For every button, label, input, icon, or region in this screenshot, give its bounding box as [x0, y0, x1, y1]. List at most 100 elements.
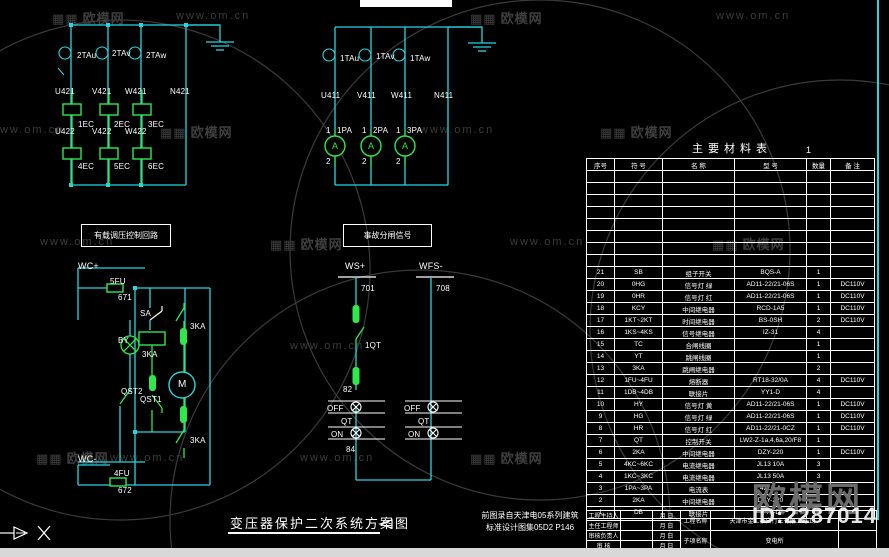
limit-switch-label-qst1: QST1: [140, 395, 162, 404]
cell-no: 19: [586, 290, 615, 303]
motor-glyph: M: [178, 379, 187, 390]
cell-model: YY1-D: [734, 386, 807, 399]
sofa-logo-icon: ▦▦: [270, 237, 297, 252]
sofa-logo-icon: ▦▦: [36, 451, 63, 466]
cell-qty: 4: [806, 374, 831, 387]
wire-label-672: 672: [118, 486, 132, 495]
table-cell: [586, 254, 615, 267]
title-block-signature: [620, 520, 653, 531]
bus-label-u411: U411: [321, 91, 341, 100]
watermark-domain: www.om.cn: [510, 236, 585, 248]
cell-symbol: TC: [614, 338, 663, 351]
table-cell: [586, 194, 615, 207]
materials-table-title: 主要材料表: [692, 143, 772, 155]
table-cell: [662, 230, 735, 243]
table-cell: [830, 218, 875, 231]
cell-qty: 1: [806, 338, 831, 351]
title-underline: [228, 532, 380, 534]
cell-no: 8: [586, 422, 615, 435]
table-cell: [586, 242, 615, 255]
table-cell: [734, 194, 807, 207]
circuit-bottom-left: [77, 267, 211, 487]
cell-no: 12: [586, 374, 615, 387]
cell-symbol: KCY: [614, 302, 663, 315]
table-cell: [614, 230, 663, 243]
table-cell: [586, 182, 615, 195]
sofa-logo-icon: ▦▦: [52, 11, 79, 26]
cell-model: [734, 338, 807, 351]
watermark-brand: ▦▦欧模网: [470, 451, 543, 466]
mid-label-w422: W422: [125, 127, 147, 136]
cell-model: RT18-32/0A: [734, 374, 807, 387]
cell-qty: 1: [806, 278, 831, 291]
cell-name: 电流表: [662, 482, 735, 495]
coil-label-3ka: 3KA: [142, 350, 158, 359]
cell-model: RCD-1A5: [734, 302, 807, 315]
title-block-date: 月 日: [652, 520, 681, 531]
cell-qty: 1: [806, 266, 831, 279]
ct-label-1tav: 1TAv: [376, 52, 395, 61]
cell-note: DC110V: [830, 290, 875, 303]
cell-symbol: 1KC~3KC: [614, 470, 663, 483]
table-cell: [734, 206, 807, 219]
cell-qty: 3: [806, 458, 831, 471]
table-row: [586, 242, 875, 255]
table-cell: [830, 242, 875, 255]
bus-label-n411: N411: [434, 91, 454, 100]
col-header-qty: 数量: [806, 158, 831, 171]
sofa-logo-icon: ▦▦: [160, 125, 187, 140]
cell-model: AD11-22/21-06S: [734, 398, 807, 411]
table-cell: [806, 194, 831, 207]
row-label-off-left: OFF: [327, 404, 344, 413]
table-right-border: [877, 0, 879, 520]
limit-switch-label-qst2: QST2: [121, 387, 143, 396]
relay-label-4ec: 4EC: [78, 162, 95, 171]
table-cell: [614, 254, 663, 267]
meter-label-1pa: 1PA: [337, 126, 353, 135]
table-cell: [734, 230, 807, 243]
table-cell: [806, 254, 831, 267]
cell-no: 9: [586, 410, 615, 423]
cell-symbol: SB: [614, 266, 663, 279]
cell-model: IZ-31: [734, 326, 807, 339]
cell-no: 15: [586, 338, 615, 351]
cell-no: 3: [586, 482, 615, 495]
table-row: [586, 206, 875, 219]
watermark-domain: www.om.cn: [0, 124, 65, 136]
table-cell: [806, 182, 831, 195]
cell-symbol: 0HG: [614, 278, 663, 291]
cell-no: 5: [586, 458, 615, 471]
sofa-logo-icon: ▦▦: [470, 11, 497, 26]
col-header-no: 序号: [586, 158, 615, 171]
cell-name: 信号灯 绿: [662, 278, 735, 291]
cell-model: [734, 350, 807, 363]
table-cell: [662, 218, 735, 231]
table-cell: [586, 170, 615, 183]
cell-name: 跳闸继电器: [662, 362, 735, 375]
table-row: [586, 230, 875, 243]
cell-model: [734, 362, 807, 375]
cell-name: 信号继电器: [662, 326, 735, 339]
top-highlight-bar: [360, 0, 452, 7]
cell-qty: 4: [806, 326, 831, 339]
cell-no: 11: [586, 386, 615, 399]
watermark-brand: ▦▦欧模网: [52, 11, 125, 26]
table-row: [586, 218, 875, 231]
drawing-main-title: 变压器保护二次系统方案图: [230, 516, 411, 531]
title-leader-arrow: [378, 519, 393, 529]
table-cell: [830, 170, 875, 183]
cell-symbol: HR: [614, 422, 663, 435]
cell-note: DC110V: [830, 278, 875, 291]
ct-label-2taw: 2TAw: [146, 51, 167, 60]
cell-name: 合闸线圈: [662, 338, 735, 351]
cell-symbol: HG: [614, 410, 663, 423]
row-label-off-right: OFF: [404, 404, 421, 413]
relay-label-5ec: 5EC: [114, 162, 131, 171]
section-title-trip-signal: 事故分闸信号: [363, 231, 412, 240]
cell-note: DC110V: [830, 314, 875, 327]
table-cell: [614, 206, 663, 219]
